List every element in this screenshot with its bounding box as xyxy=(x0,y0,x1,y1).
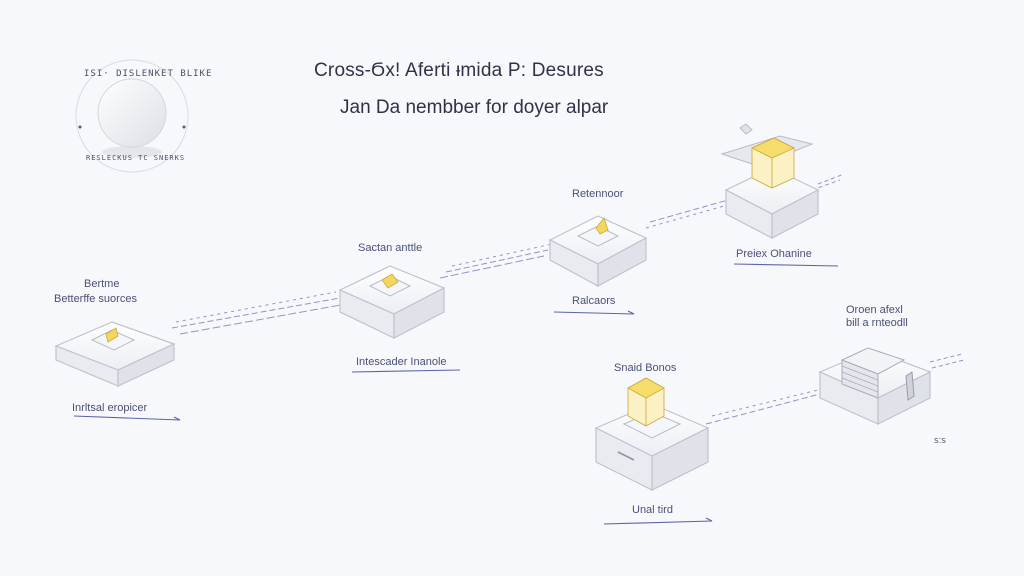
connector-lines xyxy=(171,173,965,425)
node-6-label-1: Oroen afexl xyxy=(846,304,903,316)
node-5-caption: Unal tird xyxy=(632,504,673,516)
node-5-label-1: Snaid Bonos xyxy=(614,362,677,374)
node-1-label-2: Betterffe suorces xyxy=(54,293,137,305)
node-1-label-1: Bertme xyxy=(84,278,120,290)
seal-top-text: ISI· DISLENKET BLIKE xyxy=(84,69,213,79)
node-box-2[interactable] xyxy=(338,265,446,339)
node-box-5[interactable] xyxy=(594,377,710,491)
diagram-title: Cross-Ϭx! Aferti ᵻmida P: Desures xyxy=(314,60,604,81)
seal-logo xyxy=(75,59,189,173)
node-2-caption: Intescader Inanole xyxy=(356,356,447,368)
corner-mark: ꜱ:ꜱ xyxy=(934,435,946,445)
node-3-label-1: Retennoor xyxy=(572,188,624,200)
diagram-subtitle: Jan Da nembber for doyer alpar xyxy=(340,97,609,118)
node-2-label-1: Sactan anttle xyxy=(358,242,423,254)
seal-bottom-text: RESLECKUS TC SNERKS xyxy=(86,154,186,162)
node-box-1[interactable] xyxy=(54,321,176,387)
node-box-4[interactable] xyxy=(720,123,820,239)
node-box-3[interactable] xyxy=(548,215,648,288)
node-6-label-2: bill a rnteodll xyxy=(846,317,908,329)
node-1-caption: Inrltsal eropicer xyxy=(72,402,148,414)
node-3-caption: Ralcaors xyxy=(572,295,616,307)
caption-underlines xyxy=(73,263,839,525)
node-4-caption: Preiex Ohanine xyxy=(736,248,812,260)
node-box-6[interactable] xyxy=(818,347,932,425)
